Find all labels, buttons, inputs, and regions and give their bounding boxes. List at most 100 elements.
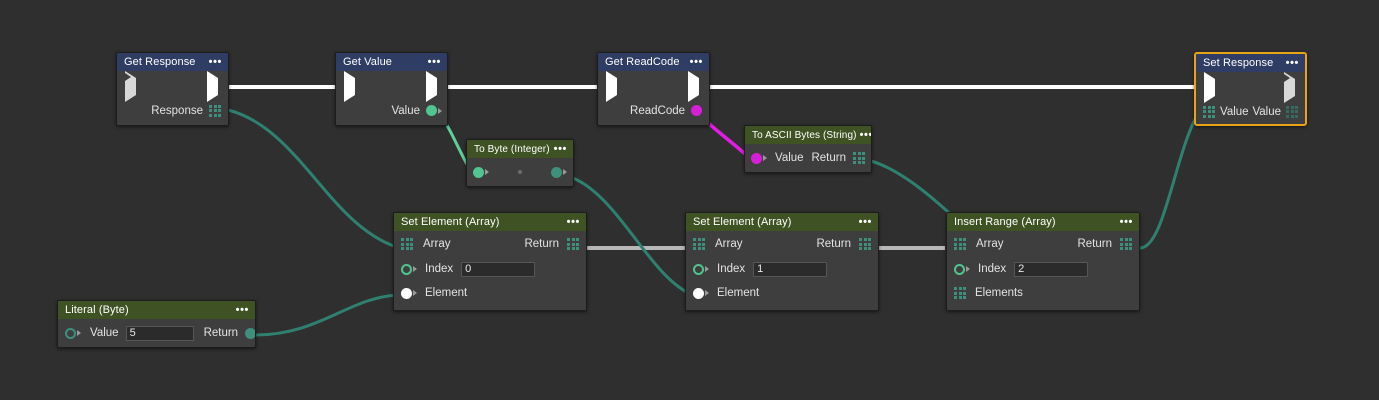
node-title: Literal (Byte) bbox=[65, 303, 129, 316]
node-menu-icon[interactable]: ••• bbox=[427, 55, 441, 68]
port-row-index: Index bbox=[947, 257, 1139, 281]
node-menu-icon[interactable]: ••• bbox=[1285, 56, 1299, 69]
data-pin-icon[interactable] bbox=[401, 263, 412, 275]
port-row-index: Index bbox=[394, 257, 586, 281]
node-insert-range-array[interactable]: Insert Range (Array) ••• Array Return In… bbox=[946, 212, 1140, 311]
node-header[interactable]: Insert Range (Array) ••• bbox=[947, 213, 1139, 231]
node-menu-icon[interactable]: ••• bbox=[208, 55, 222, 68]
port-row-array: Array Return bbox=[686, 231, 878, 257]
array-grid-icon-input[interactable] bbox=[1203, 105, 1215, 118]
node-get-readcode[interactable]: Get ReadCode ••• ReadCode bbox=[597, 52, 710, 126]
port-pin-index[interactable] bbox=[401, 263, 417, 275]
data-pin-icon[interactable] bbox=[401, 287, 412, 299]
array-grid-icon-output[interactable] bbox=[567, 238, 579, 250]
node-header[interactable]: Set Element (Array) ••• bbox=[686, 213, 878, 231]
array-grid-icon-elements[interactable] bbox=[954, 287, 966, 299]
exec-row bbox=[336, 70, 447, 102]
port-label-response: Response bbox=[151, 104, 203, 117]
node-header[interactable]: Get Value ••• bbox=[336, 53, 447, 71]
port-pin-return[interactable] bbox=[245, 327, 255, 339]
port-row-value: Value Value bbox=[1196, 100, 1305, 123]
exec-out-pin[interactable] bbox=[1284, 71, 1297, 103]
node-header[interactable]: Literal (Byte) ••• bbox=[58, 301, 255, 319]
port-pin-value[interactable] bbox=[751, 152, 767, 164]
port-pin-output[interactable] bbox=[551, 166, 567, 178]
port-label-index: Index bbox=[978, 263, 1007, 275]
array-grid-icon[interactable] bbox=[209, 104, 221, 117]
port-pin-element[interactable] bbox=[401, 287, 417, 299]
data-pin-icon[interactable] bbox=[426, 105, 437, 116]
node-body: Array Return Index Element bbox=[394, 231, 586, 305]
exec-out-pin[interactable] bbox=[426, 70, 439, 102]
port-row-array: Array Return bbox=[947, 231, 1139, 257]
node-set-response[interactable]: Set Response ••• Value Value bbox=[1194, 52, 1307, 126]
exec-out-pin[interactable] bbox=[688, 70, 701, 102]
node-header[interactable]: Set Response ••• bbox=[1196, 54, 1305, 72]
data-pin-icon[interactable] bbox=[65, 327, 76, 339]
value-input[interactable] bbox=[125, 325, 194, 341]
node-menu-icon[interactable]: ••• bbox=[859, 128, 872, 141]
array-grid-icon-output[interactable] bbox=[1286, 105, 1298, 118]
port-pin-element[interactable] bbox=[693, 287, 709, 299]
node-get-response[interactable]: Get Response ••• Response bbox=[116, 52, 229, 126]
node-literal-byte[interactable]: Literal (Byte) ••• Value Return bbox=[57, 300, 256, 348]
port-pin-index[interactable] bbox=[693, 263, 709, 275]
node-to-byte-integer[interactable]: To Byte (Integer) ••• bbox=[466, 139, 574, 187]
node-title: To Byte (Integer) bbox=[474, 143, 550, 155]
exec-out-pin[interactable] bbox=[207, 70, 220, 102]
port-pin-value[interactable] bbox=[65, 327, 81, 339]
data-pin-icon[interactable] bbox=[693, 263, 704, 275]
data-pin-icon[interactable] bbox=[693, 287, 704, 299]
node-title: Insert Range (Array) bbox=[954, 215, 1056, 228]
node-menu-icon[interactable]: ••• bbox=[858, 215, 872, 228]
port-row-value-return: Value Return bbox=[58, 319, 255, 347]
wire-data-literal-byte-to-set-element-0-element bbox=[255, 293, 401, 337]
node-get-value[interactable]: Get Value ••• Value bbox=[335, 52, 448, 126]
node-set-element-array-1[interactable]: Set Element (Array) ••• Array Return Ind… bbox=[685, 212, 879, 311]
node-header[interactable]: Set Element (Array) ••• bbox=[394, 213, 586, 231]
data-pin-icon[interactable] bbox=[691, 105, 702, 116]
data-pin-icon[interactable] bbox=[473, 166, 484, 178]
data-pin-icon[interactable] bbox=[551, 166, 562, 178]
node-title: Set Response bbox=[1203, 56, 1274, 69]
exec-in-pin[interactable] bbox=[606, 70, 619, 102]
exec-in-pin[interactable] bbox=[1204, 71, 1217, 103]
array-grid-icon-input[interactable] bbox=[954, 238, 966, 250]
port-label-value: Value bbox=[391, 104, 420, 117]
index-input[interactable] bbox=[461, 261, 536, 277]
array-grid-icon-output[interactable] bbox=[1120, 238, 1132, 250]
array-grid-icon-input[interactable] bbox=[693, 238, 705, 250]
port-row-readcode: ReadCode bbox=[598, 99, 709, 122]
exec-in-pin[interactable] bbox=[125, 70, 138, 102]
node-menu-icon[interactable]: ••• bbox=[553, 142, 567, 155]
node-header[interactable]: Get Response ••• bbox=[117, 53, 228, 71]
node-menu-icon[interactable]: ••• bbox=[689, 55, 703, 68]
index-input[interactable] bbox=[1014, 261, 1089, 277]
node-header[interactable]: To ASCII Bytes (String) ••• bbox=[745, 126, 871, 144]
node-menu-icon[interactable]: ••• bbox=[566, 215, 580, 228]
array-grid-icon-output[interactable] bbox=[859, 238, 871, 250]
node-header[interactable]: To Byte (Integer) ••• bbox=[467, 140, 573, 158]
index-input[interactable] bbox=[753, 261, 828, 277]
node-set-element-array-0[interactable]: Set Element (Array) ••• Array Return Ind… bbox=[393, 212, 587, 311]
data-pin-icon[interactable] bbox=[751, 152, 762, 164]
port-row-response: Response bbox=[117, 99, 228, 122]
port-pin-index[interactable] bbox=[954, 263, 970, 275]
wire-data-insert-range-to-set-response-value bbox=[1139, 109, 1202, 250]
port-label-array: Array bbox=[423, 238, 451, 250]
node-header[interactable]: Get ReadCode ••• bbox=[598, 53, 709, 71]
array-grid-icon[interactable] bbox=[853, 152, 865, 164]
array-grid-icon-input[interactable] bbox=[401, 238, 413, 250]
node-body: Value bbox=[336, 70, 447, 122]
node-menu-icon[interactable]: ••• bbox=[235, 303, 249, 316]
data-pin-icon[interactable] bbox=[245, 327, 255, 339]
port-pin-readcode[interactable] bbox=[691, 105, 702, 116]
port-pin-input[interactable] bbox=[473, 166, 489, 178]
node-title: Get ReadCode bbox=[605, 55, 680, 68]
exec-in-pin[interactable] bbox=[344, 70, 357, 102]
data-pin-icon[interactable] bbox=[954, 263, 965, 275]
node-to-ascii-bytes-string[interactable]: To ASCII Bytes (String) ••• Value Return bbox=[744, 125, 872, 173]
node-menu-icon[interactable]: ••• bbox=[1119, 215, 1133, 228]
port-pin-value[interactable] bbox=[426, 105, 442, 116]
